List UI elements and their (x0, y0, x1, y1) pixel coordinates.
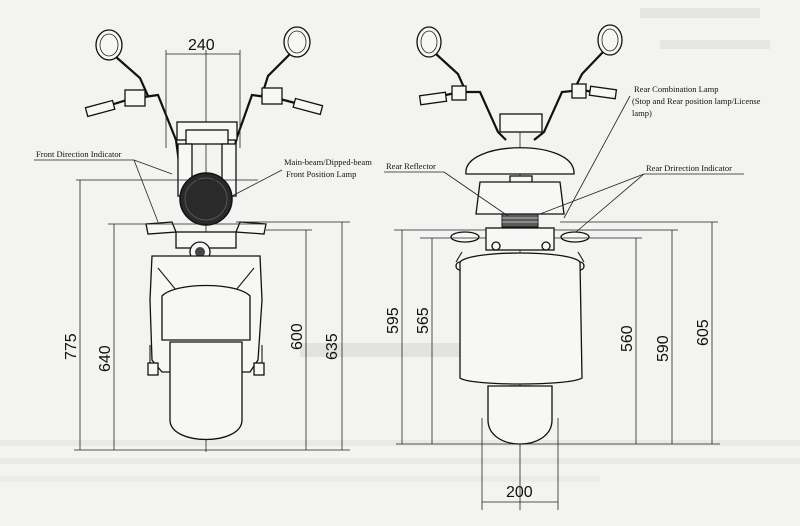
front-dim-640: 640 (97, 345, 114, 372)
front-right-switch (261, 87, 283, 105)
label-main-beam-line2: Front Position Lamp (286, 169, 356, 179)
rear-tire (487, 385, 553, 445)
front-left-grip (84, 99, 116, 118)
rear-dim-200: 200 (506, 484, 533, 501)
label-rear-combination-lamp-line3: lamp) (632, 108, 652, 118)
label-rear-reflector: Rear Reflector (386, 161, 436, 171)
front-handlebar-left (87, 93, 182, 171)
label-main-beam-line1: Main-beam/Dipped-beam (284, 157, 372, 167)
front-left-switch (124, 89, 146, 107)
rear-fender (459, 252, 583, 385)
front-headlamp (179, 172, 233, 226)
label-front-direction-indicator: Front Direction Indicator (36, 149, 122, 159)
rear-right-indicator (560, 231, 590, 243)
rear-dim-605: 605 (695, 319, 712, 346)
front-dim-775: 775 (63, 333, 80, 360)
rear-reflector (501, 213, 539, 228)
front-view: 240 775 640 600 635 Front Direction Indi… (34, 26, 372, 452)
label-rear-direction-indicator: Rear Drirection Indicator (646, 163, 732, 173)
front-fender (161, 284, 251, 341)
front-tire (169, 341, 243, 441)
rear-tail-body (475, 181, 565, 215)
rear-dim-560: 560 (619, 325, 636, 352)
front-right-grip (292, 97, 324, 116)
rear-handlebar-left (421, 90, 507, 141)
rear-dim-595: 595 (385, 307, 402, 334)
rear-seat (465, 147, 575, 175)
front-dim-240: 240 (188, 37, 215, 54)
label-rear-combination-lamp-line2: (Stop and Rear position lamp/License (632, 96, 761, 106)
rear-head-block (499, 113, 543, 133)
rear-dim-590: 590 (655, 335, 672, 362)
front-dim-635: 635 (324, 333, 341, 360)
rear-view: 595 565 560 590 605 200 Rear Combination… (384, 24, 761, 510)
label-rear-combination-lamp-line1: Rear Combination Lamp (634, 84, 719, 94)
bleed-through-text (0, 8, 800, 482)
rear-left-indicator (450, 231, 480, 243)
rear-dim-565: 565 (415, 307, 432, 334)
front-dim-600: 600 (289, 323, 306, 350)
